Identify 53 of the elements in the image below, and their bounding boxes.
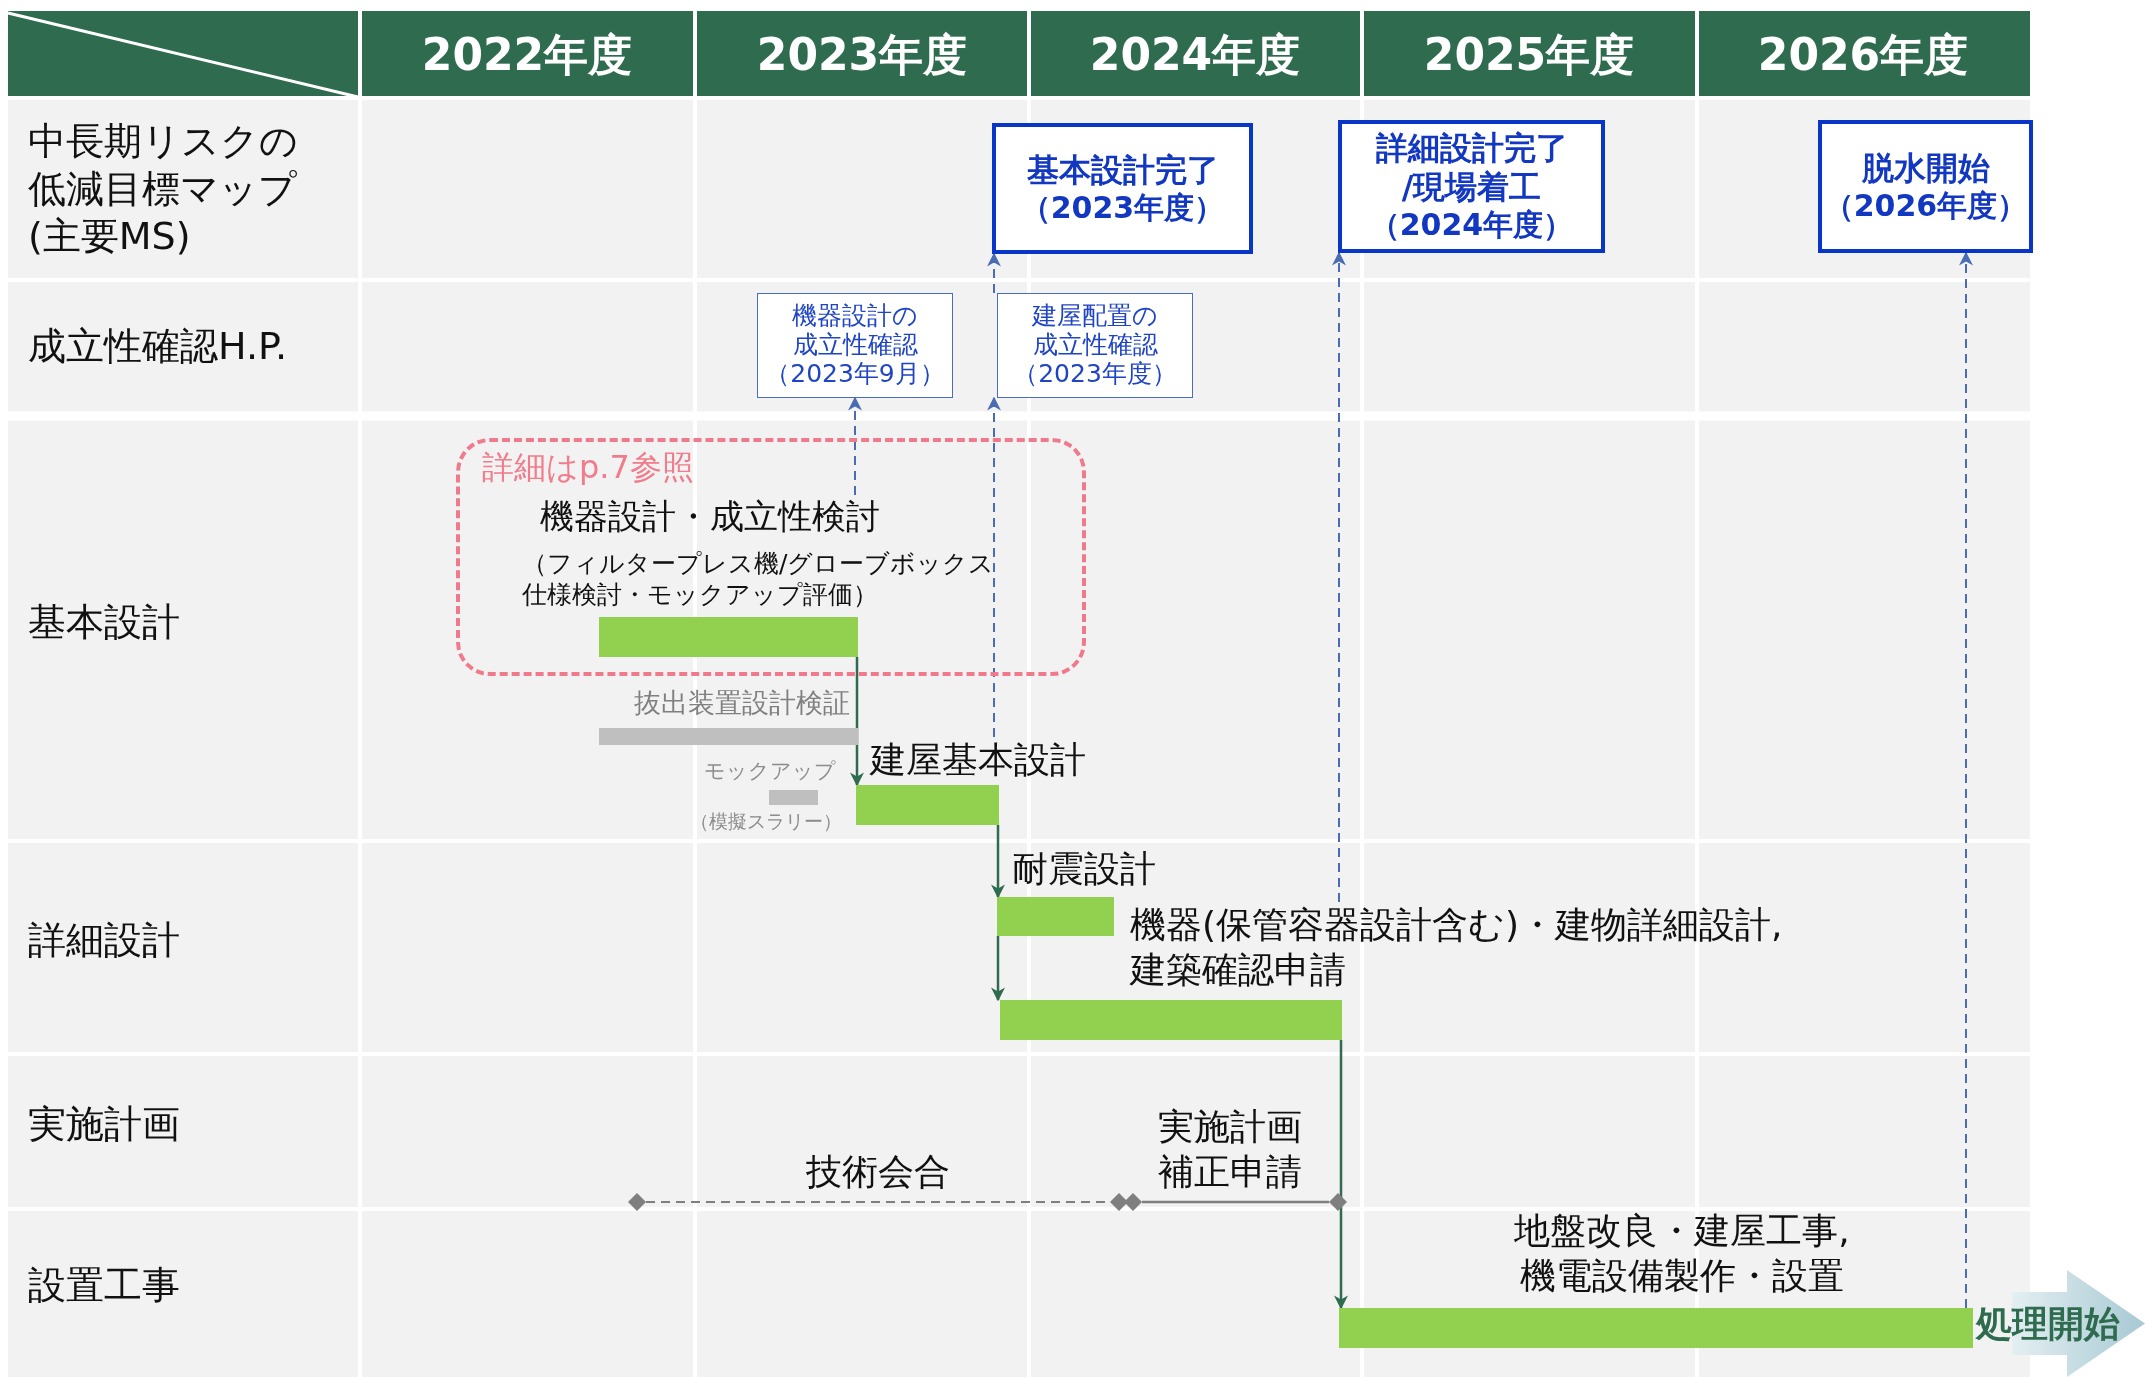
- checkpoint-title: 機器設計の成立性確認: [791, 301, 919, 360]
- milestone-date: （2023年度）: [1020, 188, 1225, 227]
- milestone-title: 詳細設計完了/現場着工: [1374, 129, 1569, 207]
- connector-line: [1142, 1200, 1329, 1204]
- region-note: 詳細はp.7参照: [482, 447, 694, 488]
- task-label: 機器(保管容器設計含む)・建物詳細設計,建築確認申請: [1130, 903, 1784, 992]
- task-label: モックアップ: [703, 758, 837, 785]
- arrow: [1334, 1040, 1348, 1310]
- dashed-region: [456, 438, 1086, 676]
- year-heading: 2024年度: [1089, 27, 1301, 81]
- arrow-label: 処理開始: [1976, 1301, 2120, 1345]
- task-label: 建屋基本設計: [870, 738, 1087, 782]
- row-label: 成立性確認H.P.: [28, 323, 289, 371]
- block-arrow: [1976, 1270, 2145, 1377]
- row-label: 詳細設計: [28, 917, 181, 965]
- milestone-box: [1338, 120, 1605, 253]
- task-label: （模擬スラリー）: [689, 810, 843, 834]
- row-label: 実施計画: [28, 1101, 181, 1149]
- year-heading: 2023年度: [756, 27, 968, 81]
- checkpoint-title: 建屋配置の成立性確認: [1031, 301, 1159, 360]
- milestone-diamond: [1110, 1193, 1128, 1211]
- row-label: 中長期リスクの低減目標マップ(主要MS): [28, 117, 299, 260]
- milestone-title: 基本設計完了: [1025, 150, 1220, 189]
- checkpoint-box: [757, 293, 953, 398]
- milestone-diamond: [1329, 1193, 1347, 1211]
- milestone-title: 脱水開始: [1860, 148, 1991, 187]
- milestone-date: （2024年度）: [1369, 206, 1574, 244]
- task-label: 機器設計・成立性検討: [540, 495, 881, 538]
- arrow: [1332, 251, 1346, 903]
- milestone-box: [992, 123, 1253, 254]
- milestone-date: （2026年度）: [1823, 186, 2028, 225]
- checkpoint-date: （2023年度）: [1013, 359, 1177, 390]
- milestone-diamond: [1124, 1193, 1142, 1211]
- arrow: [987, 396, 1001, 738]
- row-label: 設置工事: [28, 1262, 181, 1310]
- checkpoint-box: [997, 293, 1193, 398]
- arrow: [991, 825, 1005, 899]
- arrow: [987, 252, 1001, 294]
- year-heading: 2026年度: [1757, 27, 1969, 81]
- year-heading: 2025年度: [1423, 27, 1635, 81]
- year-heading: 2022年度: [421, 27, 633, 81]
- checkpoint-date: （2023年9月）: [765, 359, 945, 390]
- task-label: （フィルタープレス機/グローブボックス仕様検討・モックアップ評価）: [522, 548, 996, 612]
- task-label: 抜出装置設計検証: [633, 686, 850, 720]
- milestone-box: [1818, 120, 2033, 253]
- row-label: 基本設計: [28, 599, 181, 647]
- task-label: 耐震設計: [1012, 847, 1157, 891]
- arrow: [991, 936, 1005, 1002]
- milestone-diamond: [628, 1193, 646, 1211]
- arrow: [1959, 251, 1973, 1309]
- arrow: [850, 657, 864, 787]
- arrow: [848, 396, 862, 496]
- task-label: 地盤改良・建屋工事,機電設備製作・設置: [1513, 1209, 1851, 1298]
